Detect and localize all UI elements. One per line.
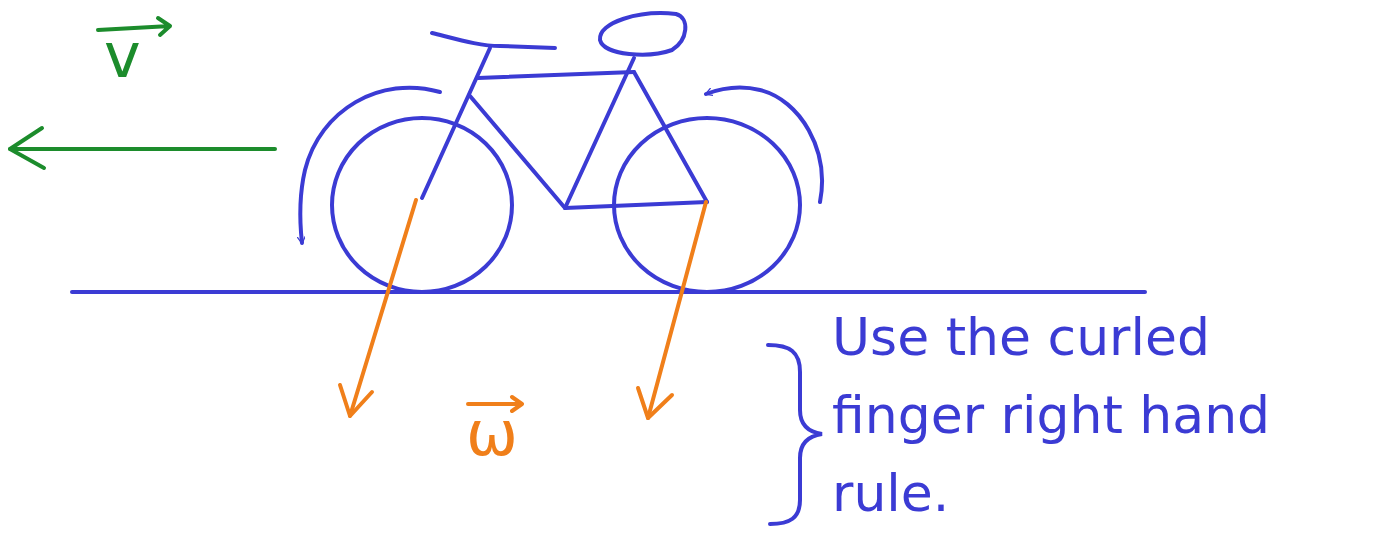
front-wheel: [332, 118, 512, 292]
arrowhead: [638, 388, 672, 418]
arrowhead: [340, 385, 372, 416]
chain-stay: [565, 202, 707, 208]
note-text: Use the curled finger right hand rule.: [832, 298, 1282, 532]
seat-stay: [634, 72, 707, 202]
ground-line: [72, 290, 1145, 294]
down-tube: [470, 96, 565, 208]
saddle: [600, 13, 685, 54]
omega-vector: [648, 202, 706, 418]
rotation-arrow: [300, 88, 440, 243]
velocity-vector: [10, 147, 275, 151]
angular-velocity-symbol: ω: [466, 398, 518, 469]
velocity-symbol: v: [104, 20, 141, 91]
brace: [768, 345, 822, 524]
fork: [422, 48, 490, 198]
omega-vector: [350, 200, 416, 416]
seat-tube: [565, 58, 634, 208]
rotation-arrow: [706, 87, 822, 202]
handlebar: [432, 33, 555, 48]
arrowhead: [10, 128, 44, 168]
top-tube: [478, 72, 634, 78]
